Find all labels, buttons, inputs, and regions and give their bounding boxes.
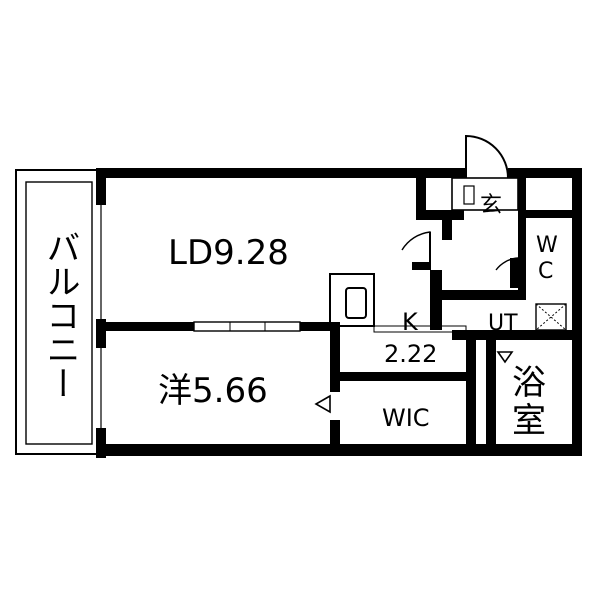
bath-bottom-label: 室 — [512, 401, 546, 441]
ld-label: LD9.28 — [168, 233, 289, 273]
entrance-box — [451, 177, 519, 211]
balcony-label: バルコニー — [40, 230, 80, 400]
utility-label: UT — [488, 311, 518, 336]
kitchen-counter — [329, 273, 375, 327]
wic-label: WIC — [382, 404, 430, 432]
wic-door — [314, 394, 331, 414]
entrance-door — [465, 134, 509, 179]
kitchen-size-label: 2.22 — [384, 340, 437, 368]
kitchen-divider — [373, 325, 467, 333]
wc-door — [495, 257, 519, 288]
bath-top-label: 浴 — [512, 363, 546, 403]
balcony-windows — [96, 205, 106, 428]
western-room-label: 洋5.66 — [158, 371, 268, 411]
ld-door — [401, 231, 431, 270]
wc-w-label: W — [536, 233, 558, 258]
entrance-label: 玄 — [480, 193, 502, 218]
kitchen-letter-label: K — [402, 308, 419, 336]
wc-c-label: C — [538, 259, 553, 284]
interior-walls — [106, 168, 572, 450]
washing-machine — [535, 303, 567, 331]
bath-door — [496, 351, 514, 364]
